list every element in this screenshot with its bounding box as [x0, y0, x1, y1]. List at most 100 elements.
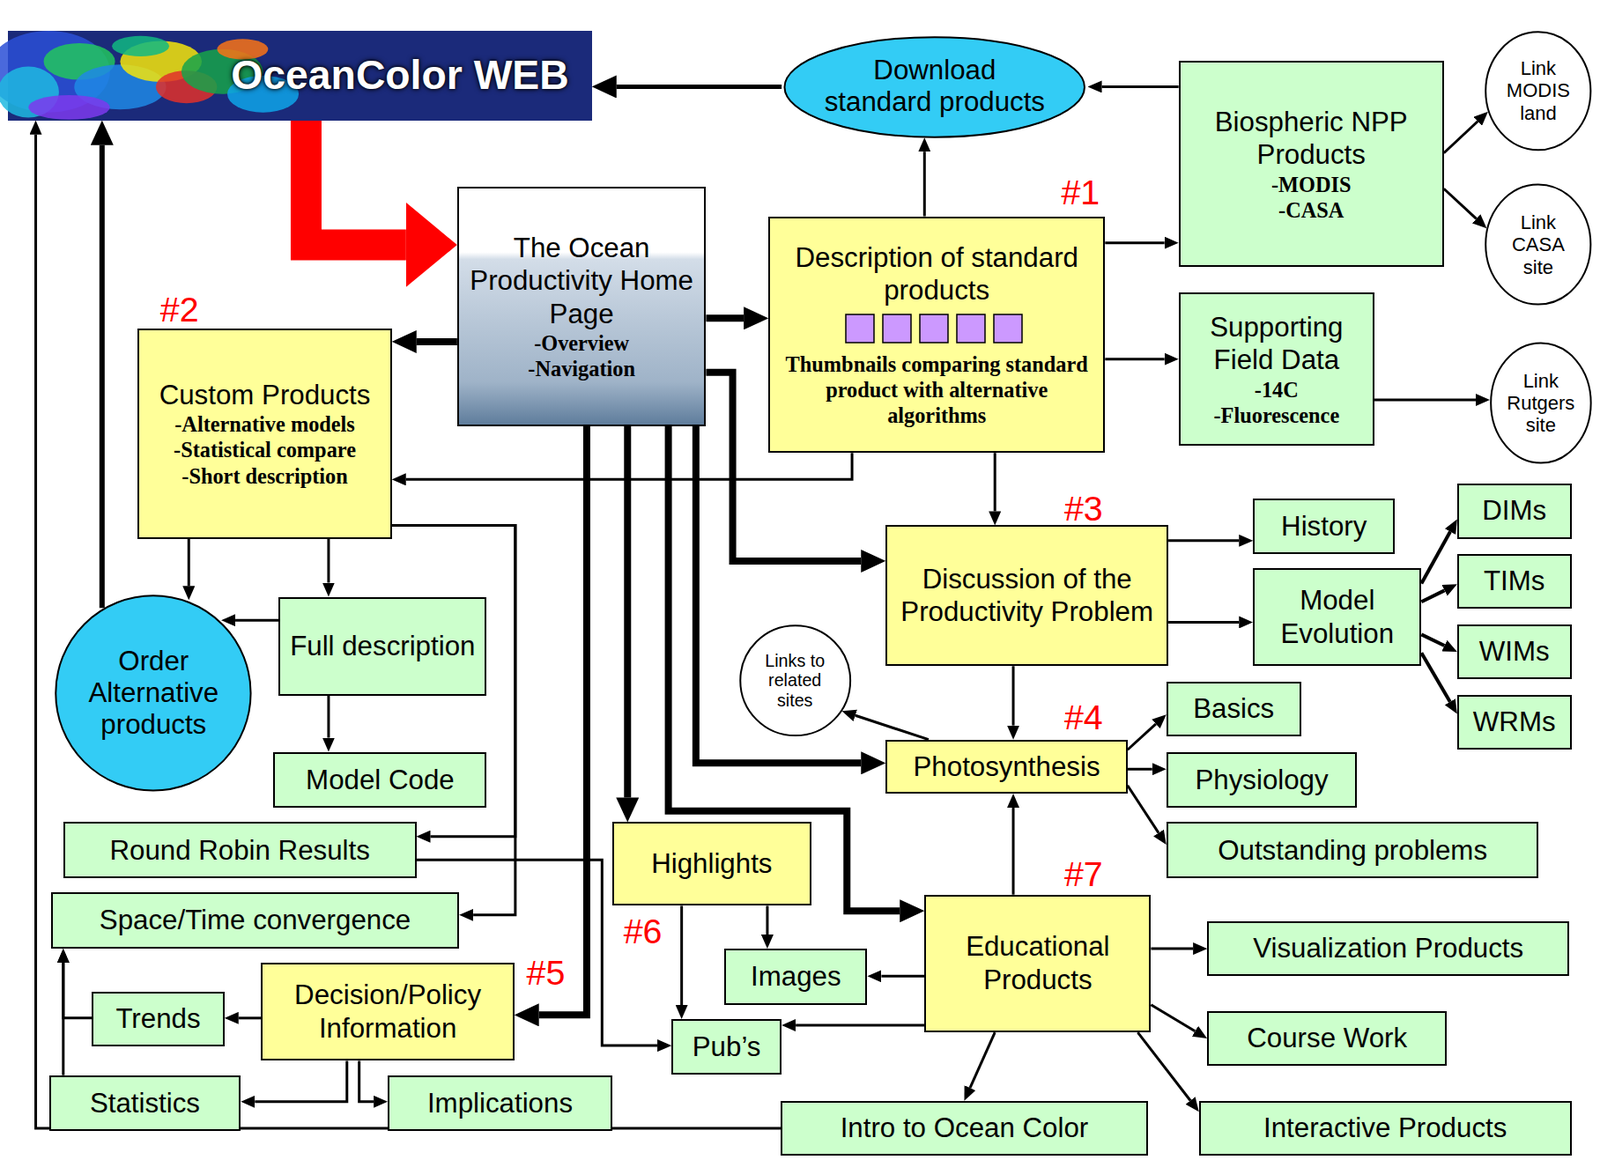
node-title: Links to related sites	[752, 651, 838, 712]
section-box: Decision/Policy Information	[260, 962, 514, 1061]
connector-arrow	[1150, 948, 1193, 951]
node-title: TIMs	[1464, 564, 1565, 599]
page-box: History	[1252, 498, 1395, 555]
connector-arrow	[1104, 241, 1164, 245]
page-box: Model Code	[273, 752, 487, 809]
node-title: Intro to Ocean Color	[787, 1111, 1141, 1146]
ellipse-shape	[1485, 31, 1591, 150]
node-title: The Ocean Productivity Home Page	[464, 231, 700, 332]
connector-arrow	[1168, 539, 1239, 542]
page-box: Course Work	[1207, 1011, 1447, 1067]
ellipse-shape	[56, 595, 252, 791]
page-box: Intro to Ocean Color	[780, 1101, 1149, 1157]
node-title: Description of standard products	[775, 241, 1098, 308]
node-title: Supporting Field Data	[1185, 311, 1368, 378]
callout-number: #5	[526, 955, 566, 991]
page-box: Pub’s	[671, 1019, 782, 1075]
link-circle: Link CASA site	[1484, 183, 1593, 306]
node-detail: -Navigation	[464, 355, 700, 382]
connector-arrow	[99, 145, 105, 609]
connector-arrow	[696, 426, 861, 763]
node-title: DIMs	[1464, 494, 1565, 528]
node-detail: -MODIS	[1185, 171, 1438, 198]
section-box: Highlights	[612, 822, 812, 906]
page-box: Images	[724, 948, 867, 1006]
section-box: Description of standard productsThumbnai…	[768, 216, 1105, 454]
node-title: Order Alternative products	[77, 645, 230, 741]
node-title: Link Rutgers site	[1502, 370, 1580, 438]
connector-arrow	[680, 905, 683, 1006]
ellipse-shape	[785, 37, 1085, 137]
connector-arrow	[305, 120, 406, 245]
node-title: Download standard products	[818, 54, 1052, 119]
page-box: Space/Time convergence	[51, 892, 460, 949]
node-title: Statistics	[56, 1087, 235, 1121]
node-title: OceanColor WEB	[7, 51, 569, 101]
node-title: Physiology	[1173, 763, 1351, 798]
page-box: Interactive Products	[1199, 1101, 1572, 1157]
node-title: Link MODIS land	[1497, 57, 1579, 125]
connector-arrow	[705, 314, 744, 322]
node-title: Model Code	[280, 763, 480, 798]
callout-number: #4	[1064, 700, 1104, 735]
connector-arrow	[1444, 121, 1478, 154]
node-title: Space/Time convergence	[58, 903, 452, 938]
node-title: Discussion of the Productivity Problem	[892, 562, 1162, 630]
connector-arrow	[1137, 1032, 1191, 1101]
thumbnail-square	[882, 314, 912, 343]
connector-arrow	[235, 619, 279, 623]
model-box: WRMs	[1457, 695, 1572, 751]
connector-arrow	[765, 905, 769, 935]
connector-arrow	[795, 1023, 925, 1027]
connector-arrow	[1374, 399, 1476, 402]
node-title: Interactive Products	[1206, 1111, 1565, 1146]
model-box: TIMs	[1457, 554, 1572, 610]
section-box: Discussion of the Productivity Problem	[885, 525, 1169, 667]
node-title: Custom Products	[144, 378, 385, 413]
connector-arrow	[36, 134, 781, 1129]
node-title: Trends	[98, 1002, 218, 1037]
connector-arrow	[1421, 652, 1450, 703]
connector-arrow	[1127, 724, 1156, 750]
page-box: Round Robin Results	[63, 822, 417, 879]
node-title: Educational Products	[931, 930, 1144, 997]
node-title: History	[1259, 510, 1388, 544]
ellipse-shape	[1485, 185, 1591, 305]
node-title: Round Robin Results	[70, 834, 410, 868]
page-box: Trends	[91, 992, 225, 1048]
link-circle: Link Rutgers site	[1489, 341, 1593, 465]
section-box: Custom Products-Alternative models-Stati…	[137, 328, 392, 540]
node-title: Full description	[285, 629, 480, 664]
connector-arrow	[1421, 590, 1445, 602]
connector-arrow	[1012, 666, 1015, 726]
node-detail: -CASA	[1185, 197, 1438, 223]
connector-arrow	[359, 1060, 374, 1102]
node-title: WRMs	[1464, 705, 1565, 740]
section-box: Photosynthesis	[885, 740, 1127, 794]
thumbnail-row	[844, 309, 1030, 349]
connector-arrow	[187, 539, 191, 587]
connector-arrow	[993, 452, 997, 512]
node-title: Implications	[394, 1087, 606, 1121]
node-title: WIMs	[1464, 635, 1565, 669]
node-title: Outstanding problems	[1173, 834, 1533, 868]
node-detail: -Fluorescence	[1185, 402, 1368, 429]
connector-arrow	[1421, 532, 1451, 585]
color-patch	[28, 95, 111, 120]
connector-arrow	[1127, 785, 1159, 834]
page-box: Visualization Products	[1207, 921, 1570, 978]
callout-number: #3	[1064, 491, 1104, 526]
connector-arrow	[63, 962, 92, 1019]
model-box: DIMs	[1457, 483, 1572, 540]
data-box: Supporting Field Data-14C-Fluorescence	[1178, 292, 1375, 446]
connector-arrow	[254, 1060, 347, 1102]
connector-arrow	[923, 151, 926, 216]
node-title: Photosynthesis	[892, 750, 1120, 785]
connector-arrow	[1104, 357, 1164, 361]
page-box: Basics	[1166, 681, 1302, 738]
connector-arrow	[1102, 85, 1179, 89]
callout-number: #1	[1060, 175, 1100, 210]
connector-arrow	[326, 696, 330, 739]
thumbnail-square	[845, 314, 875, 343]
